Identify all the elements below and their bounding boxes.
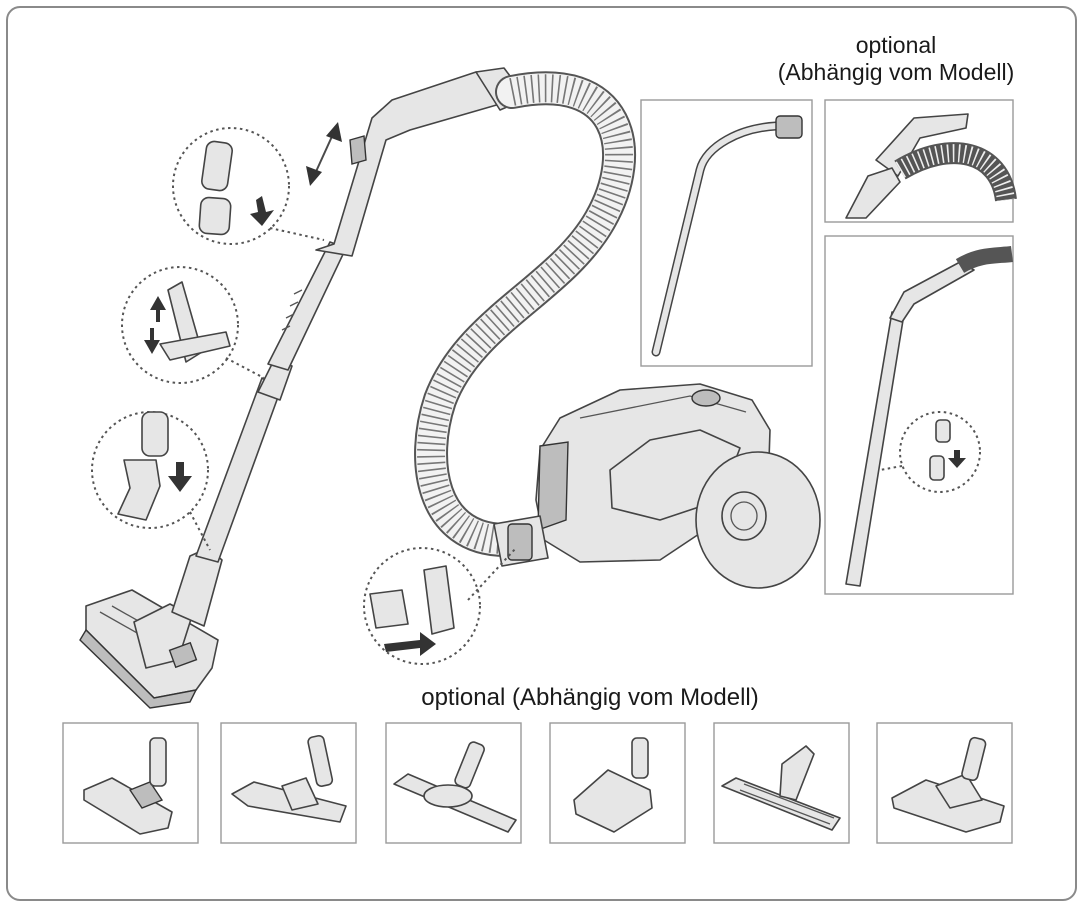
optional-brush-2: [220, 722, 357, 844]
optional-straight-pipe-panel: [824, 235, 1014, 595]
detail-zoom-circle-middle: [121, 266, 265, 384]
detail-zoom-circle-top: [172, 127, 325, 245]
double-arrow-icon: [306, 122, 342, 186]
optional-label-top-line2: (Abhängig vom Modell): [777, 59, 1015, 85]
optional-curved-pipe-panel: [640, 99, 813, 367]
vacuum-body: [493, 383, 821, 589]
optional-label-top: optional (Abhängig vom Modell): [746, 32, 1046, 86]
hose-main: [414, 71, 637, 557]
detail-zoom-circle-hose-connector: [363, 547, 517, 665]
optional-label-top-line1: optional: [855, 32, 937, 58]
floor-brush-main: [79, 589, 219, 709]
optional-handle-panel: [824, 99, 1017, 223]
optional-brush-1: [62, 722, 199, 844]
optional-brush-4: [549, 722, 686, 844]
optional-brush-5: [713, 722, 850, 844]
optional-brush-3: [385, 722, 522, 844]
detail-zoom-circle-bottom: [91, 411, 211, 551]
optional-brush-6: [876, 722, 1013, 844]
optional-label-bottom: optional (Abhängig vom Modell): [421, 684, 759, 711]
